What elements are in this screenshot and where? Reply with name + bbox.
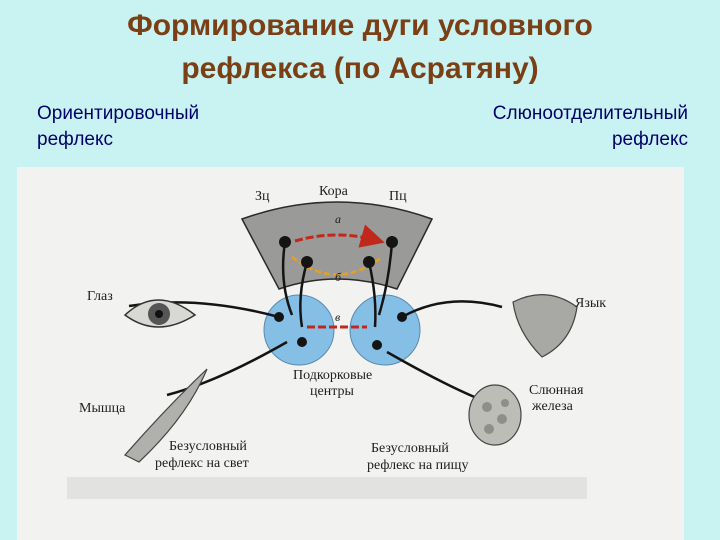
subtitle-right-line-2: рефлекс	[611, 129, 688, 150]
bottom-smear	[67, 477, 587, 499]
cortex-band	[240, 201, 434, 290]
label-uncond-light-line-1: Безусловный	[169, 439, 247, 454]
page-title: Формирование дуги условного рефлекса (по…	[0, 4, 720, 90]
label-subcortical-line-1: Подкорковые	[293, 368, 372, 383]
label-muscle: Мышца	[79, 401, 126, 416]
label-gland-line-1: Слюнная	[529, 383, 584, 398]
tongue-icon	[512, 293, 578, 358]
label-path-a: а	[335, 212, 341, 226]
label-tongue: Язык	[575, 296, 606, 311]
muscle-icon	[124, 368, 208, 463]
subcortical-center-right	[349, 294, 421, 366]
subtitle-salivary-reflex: Слюноотделительный рефлекс	[493, 101, 688, 153]
label-uncond-food-line-2: рефлекс на пищу	[367, 458, 468, 473]
subtitle-left-line-1: Ориентировочный	[37, 103, 200, 124]
eye-icon	[123, 299, 197, 328]
salivary-gland-icon	[468, 384, 522, 446]
reflex-arc-diagram: Зц Кора Пц а б в Глаз Язык Мышца Слюнная…	[67, 184, 606, 499]
reflex-arc-figure: Зц Кора Пц а б в Глаз Язык Мышца Слюнная…	[17, 167, 684, 540]
label-subcortical-line-2: центры	[310, 384, 354, 399]
label-cortex: Кора	[319, 184, 349, 199]
label-uncond-light-line-2: рефлекс на свет	[155, 456, 249, 471]
label-eye: Глаз	[87, 289, 113, 304]
label-path-v: в	[335, 310, 340, 324]
label-path-b: б	[335, 270, 342, 284]
neuron-bodies	[274, 236, 407, 350]
title-line-1: Формирование дуги условного	[127, 9, 593, 42]
subtitle-left-line-2: рефлекс	[37, 129, 114, 150]
subcortical-center-left	[263, 294, 335, 366]
subtitle-orienting-reflex: Ориентировочный рефлекс	[37, 101, 199, 153]
label-gland-line-2: железа	[531, 399, 574, 414]
subtitle-right-line-1: Слюноотделительный	[492, 103, 688, 124]
label-uncond-food-line-1: Безусловный	[371, 441, 449, 456]
label-zone-right: Пц	[389, 189, 407, 204]
label-zone-left: Зц	[255, 189, 270, 204]
title-line-2: рефлекса (по Асратяну)	[181, 52, 539, 85]
